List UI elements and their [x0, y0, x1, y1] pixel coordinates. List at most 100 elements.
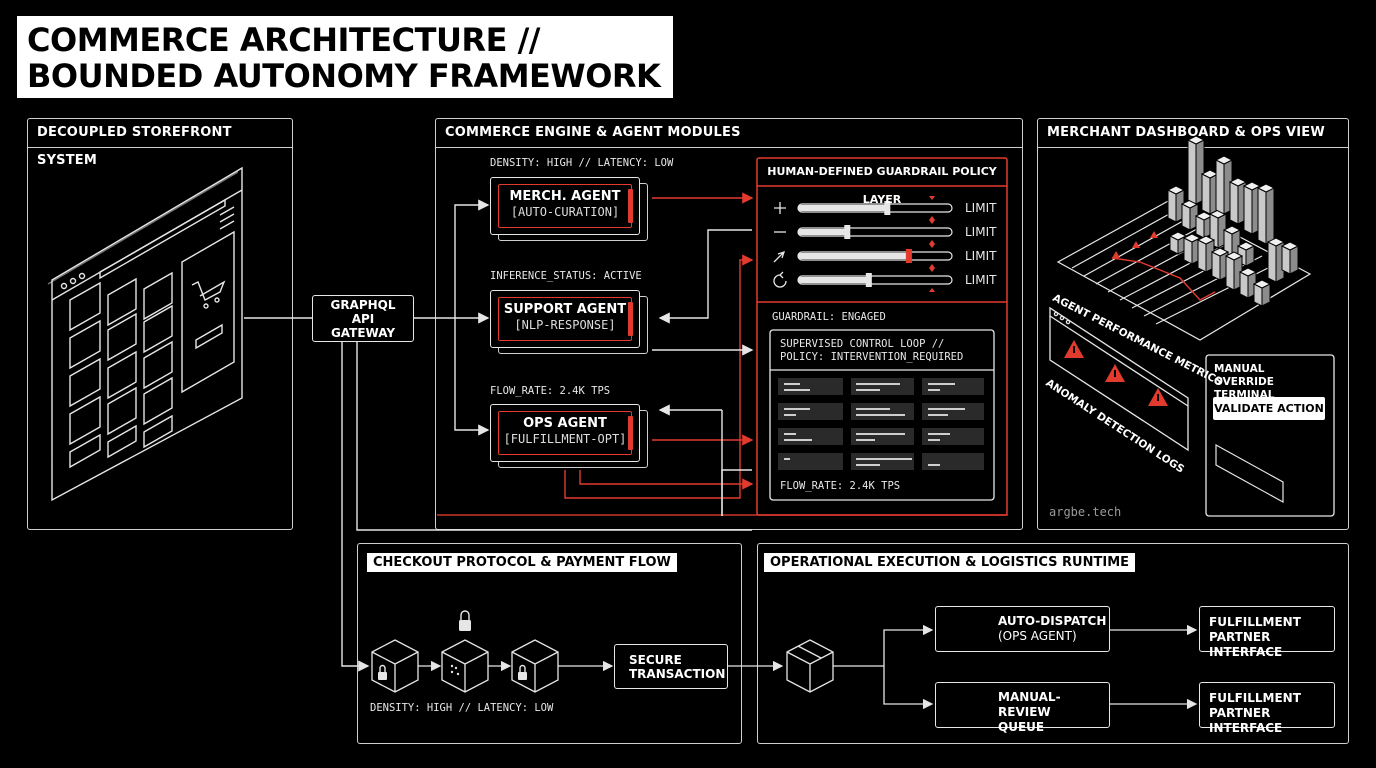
slider-label-3: LIMIT	[965, 249, 997, 263]
checkout-cubes	[371, 639, 784, 693]
limit-marker	[929, 220, 935, 224]
checkout-caption: DENSITY: HIGH // LATENCY: LOW	[370, 702, 554, 714]
watermark: argbe.tech	[1049, 505, 1122, 519]
bar-top	[1280, 241, 1300, 251]
bar-side	[1201, 173, 1211, 215]
gateway-label: GRAPHQL API GATEWAY	[330, 297, 396, 340]
bar-side	[1187, 139, 1197, 205]
anomaly-screen-illustration	[1049, 306, 1189, 452]
bar-top	[1266, 237, 1286, 247]
slider-label-4: LIMIT	[965, 273, 997, 287]
checkout-panel	[357, 543, 742, 744]
slider-knob[interactable]	[844, 225, 851, 239]
bar-top	[1210, 247, 1230, 257]
bar-side	[1289, 245, 1299, 275]
agent-caption-support: INFERENCE_STATUS: ACTIVE	[490, 270, 642, 282]
title-line-2: BOUNDED AUTONOMY FRAMEWORK	[27, 57, 661, 95]
limit-marker	[929, 240, 935, 244]
secure-transaction-label: SECURE TRANSACTION	[629, 653, 726, 681]
title-line-1: COMMERCE ARCHITECTURE //	[27, 21, 540, 59]
limit-marker	[929, 268, 935, 272]
slider-label-2: LIMIT	[965, 225, 997, 239]
bar-top	[1186, 135, 1206, 145]
secure-transaction: SECURE TRANSACTION	[614, 644, 728, 689]
guardrail-title: HUMAN-DEFINED GUARDRAIL POLICY LAYER	[767, 165, 997, 206]
bar-top	[1166, 185, 1186, 195]
lock-icon	[459, 620, 471, 631]
dispatch-line-1: AUTO-DISPATCH	[998, 614, 1107, 628]
package-icon	[786, 639, 834, 693]
slider-fill	[798, 229, 848, 235]
limit-marker	[929, 264, 935, 268]
agent-caption-ops: FLOW_RATE: 2.4K TPS	[490, 385, 611, 397]
logistics-title: OPERATIONAL EXECUTION & LOGISTICS RUNTIM…	[764, 553, 1136, 572]
bar-side	[1197, 239, 1207, 273]
agent-caption-merch: DENSITY: HIGH // LATENCY: LOW	[490, 157, 674, 169]
bar-side	[1167, 189, 1177, 223]
dispatch-line-2: (OPS AGENT)	[998, 629, 1077, 643]
review-line-2: QUEUE	[998, 720, 1045, 734]
bar-top	[1182, 233, 1202, 243]
support-agent-sub: [NLP-RESPONSE]	[514, 318, 616, 332]
lock-icon	[518, 672, 527, 680]
ops-agent-name: OPS AGENT	[523, 416, 607, 431]
control-loop-line-1: SUPERVISED CONTROL LOOP //	[780, 338, 945, 350]
graphql-gateway: GRAPHQL API GATEWAY	[312, 295, 414, 342]
control-loop-line-2: POLICY: INTERVENTION_REQUIRED	[780, 351, 964, 363]
bar-top	[1256, 183, 1276, 193]
ops-agent[interactable]: OPS AGENT[FULFILLMENT-OPT]	[490, 404, 648, 468]
plus-icon	[774, 202, 786, 214]
slider-knob[interactable]	[884, 201, 891, 215]
slider-label-1: LIMIT	[965, 201, 997, 215]
bar-top	[1242, 181, 1262, 191]
bar-top	[1214, 155, 1234, 165]
bar-side	[1257, 187, 1267, 245]
cursor-icon	[773, 250, 786, 263]
guardrail-status: GUARDRAIL: ENGAGED	[772, 311, 886, 323]
slider-knob[interactable]	[905, 249, 912, 263]
log-table-illustration	[778, 378, 984, 470]
bar-side	[1243, 185, 1253, 235]
bar-top	[1224, 251, 1244, 261]
lock-icon	[378, 672, 387, 680]
slider-fill	[798, 205, 888, 211]
auto-dispatch: AUTO-DISPATCH (OPS AGENT)	[935, 606, 1110, 652]
bar-side	[1225, 255, 1235, 291]
merch-agent-name: MERCH. AGENT	[509, 189, 621, 204]
engine-title: COMMERCE ENGINE & AGENT MODULES	[436, 119, 1022, 148]
limit-marker	[929, 216, 935, 220]
slider-fill	[798, 253, 909, 259]
limit-marker	[929, 288, 935, 292]
bar-top	[1196, 235, 1216, 245]
logistics-panel	[757, 543, 1349, 744]
checkout-title: CHECKOUT PROTOCOL & PAYMENT FLOW	[367, 553, 677, 572]
metrics-chart-illustration	[1056, 199, 1312, 341]
storefront-panel: DECOUPLED STOREFRONT SYSTEM	[27, 118, 293, 530]
ops-agent-sub: [FULFILLMENT-OPT]	[503, 432, 627, 446]
fulfillment-partner-2: FULFILLMENT PARTNER INTERFACE	[1199, 682, 1335, 735]
limit-marker	[929, 196, 935, 200]
bar-side	[1281, 245, 1291, 275]
merch-agent-sub: [AUTO-CURATION]	[510, 205, 620, 219]
validate-action-button[interactable]: VALIDATE ACTION	[1213, 397, 1325, 420]
bar-side	[1211, 251, 1221, 281]
storefront-title: DECOUPLED STOREFRONT SYSTEM	[28, 119, 292, 168]
slider-knob[interactable]	[865, 273, 872, 287]
refresh-icon	[773, 271, 787, 288]
bar-side	[1267, 241, 1277, 283]
bar-side	[1229, 181, 1239, 225]
support-agent-name: SUPPORT AGENT	[503, 302, 627, 317]
storefront-browser-illustration	[47, 166, 243, 502]
title-banner: COMMERCE ARCHITECTURE // BOUNDED AUTONOM…	[17, 16, 673, 98]
bar-side	[1265, 187, 1275, 245]
slider-fill	[798, 277, 869, 283]
bar-top	[1238, 267, 1258, 277]
support-agent[interactable]: SUPPORT AGENT[NLP-RESPONSE]	[490, 290, 648, 354]
fulfillment-partner-1: FULFILLMENT PARTNER INTERFACE	[1199, 606, 1335, 659]
bar-top	[1168, 231, 1188, 241]
partner-label-2: FULFILLMENT PARTNER INTERFACE	[1209, 691, 1301, 735]
bar-side	[1215, 159, 1225, 215]
review-line-1: MANUAL-REVIEW	[998, 690, 1061, 719]
merch-agent[interactable]: MERCH. AGENT[AUTO-CURATION]	[490, 177, 648, 241]
